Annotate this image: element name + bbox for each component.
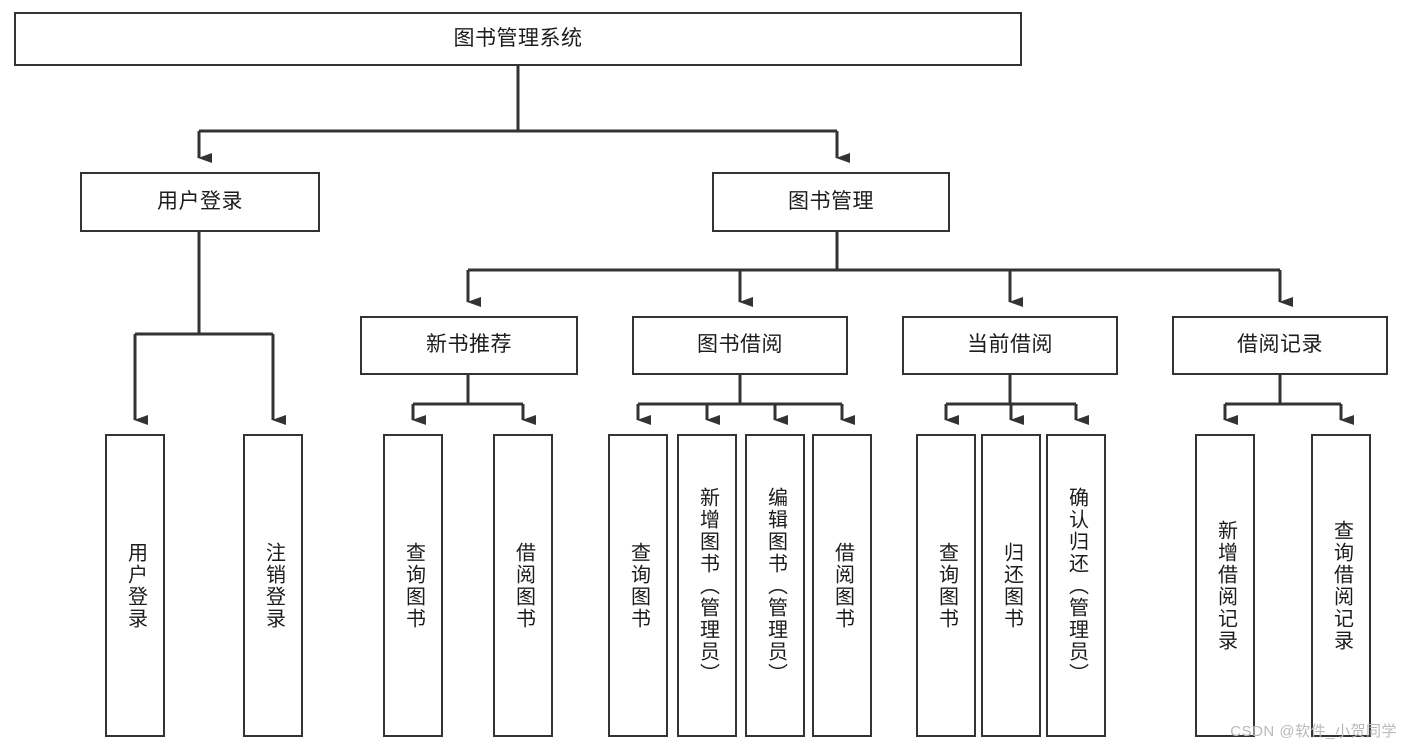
leaf-current-borrow-return-book[interactable]: 归还图书: [981, 434, 1041, 737]
node-label: 查询图书: [627, 541, 650, 630]
node-label: 查询借阅记录: [1330, 519, 1353, 652]
node-label: 查询图书: [935, 541, 958, 630]
node-label: 图书借阅: [697, 333, 783, 357]
leaf-book-borrow-borrow-book[interactable]: 借阅图书: [812, 434, 872, 737]
node-user-login[interactable]: 用户登录: [80, 172, 320, 232]
leaf-borrow-record-query-record[interactable]: 查询借阅记录: [1311, 434, 1371, 737]
node-label: 图书管理: [788, 189, 874, 213]
leaf-current-borrow-confirm-return-admin[interactable]: 确认归还（管理员）: [1046, 434, 1106, 737]
leaf-book-borrow-query-book[interactable]: 查询图书: [608, 434, 668, 737]
node-book-management[interactable]: 图书管理: [712, 172, 950, 232]
node-label: 新增图书（管理员）: [696, 486, 719, 685]
leaf-user-login-signout[interactable]: 注销登录: [243, 434, 303, 737]
node-label: 新书推荐: [426, 333, 512, 357]
node-label: 借阅图书: [831, 541, 854, 630]
leaf-current-borrow-query-book[interactable]: 查询图书: [916, 434, 976, 737]
node-current-borrow[interactable]: 当前借阅: [902, 316, 1118, 375]
leaf-book-borrow-edit-book-admin[interactable]: 编辑图书（管理员）: [745, 434, 805, 737]
leaf-user-login-signin[interactable]: 用户登录: [105, 434, 165, 737]
node-label: 用户登录: [124, 541, 147, 630]
node-label: 图书管理系统: [453, 26, 583, 50]
node-label: 查询图书: [402, 541, 425, 630]
node-label: 新增借阅记录: [1214, 519, 1237, 652]
node-new-book-recommend[interactable]: 新书推荐: [360, 316, 578, 375]
node-label: 当前借阅: [967, 333, 1053, 357]
leaf-book-borrow-add-book-admin[interactable]: 新增图书（管理员）: [677, 434, 737, 737]
leaf-new-book-query-book[interactable]: 查询图书: [383, 434, 443, 737]
csdn-watermark: CSDN @软件_小贺同学: [1230, 723, 1397, 740]
node-label: 编辑图书（管理员）: [764, 486, 787, 685]
node-label: 借阅图书: [512, 541, 535, 630]
leaf-borrow-record-add-record[interactable]: 新增借阅记录: [1195, 434, 1255, 737]
node-label: 用户登录: [157, 189, 243, 213]
leaf-new-book-borrow-book[interactable]: 借阅图书: [493, 434, 553, 737]
node-root-book-management-system[interactable]: 图书管理系统: [14, 12, 1022, 66]
node-label: 借阅记录: [1237, 333, 1323, 357]
node-label: 注销登录: [262, 541, 285, 630]
node-borrow-record[interactable]: 借阅记录: [1172, 316, 1388, 375]
node-label: 归还图书: [1000, 541, 1023, 630]
node-label: 确认归还（管理员）: [1065, 486, 1088, 685]
node-book-borrow[interactable]: 图书借阅: [632, 316, 848, 375]
